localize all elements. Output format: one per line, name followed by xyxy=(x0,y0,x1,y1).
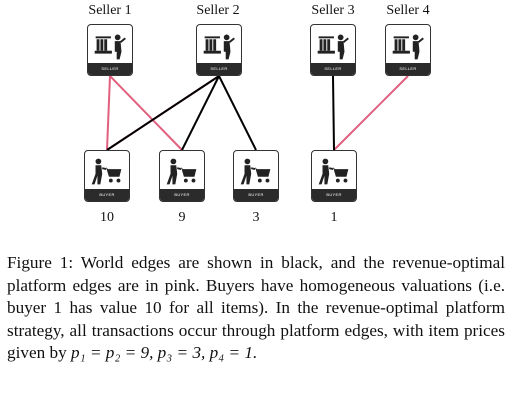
seller-3-card: SELLER xyxy=(310,24,356,76)
seller-3-label: Seller 3 xyxy=(311,3,355,18)
seller-band: SELLER xyxy=(311,63,355,75)
buyer-icon xyxy=(91,158,122,185)
world-edge xyxy=(332,75,335,151)
seller-4-card: SELLER xyxy=(385,24,431,76)
seller-1-label: Seller 1 xyxy=(88,3,132,18)
buyer-2-card: BUYER xyxy=(159,150,205,202)
platform-edge xyxy=(333,75,409,151)
seller-icon xyxy=(203,34,235,60)
buyer-icon xyxy=(240,158,271,185)
seller-1-card: SELLER xyxy=(87,24,133,76)
seller-2-card: SELLER xyxy=(196,24,242,76)
seller-4-label: Seller 4 xyxy=(386,3,430,18)
figure-diagram: Seller 1 Seller 2 Seller 3 Seller 4 SELL… xyxy=(84,3,431,225)
buyer-2-value: 9 xyxy=(178,210,186,225)
buyer-3-value: 3 xyxy=(252,210,260,225)
world-edge xyxy=(218,75,257,151)
caption-math: p₁ = p₂ = 9, p₃ = 3, p₄ = 1. xyxy=(70,343,258,362)
buyer-1-card: BUYER xyxy=(84,150,130,202)
platform-edge xyxy=(106,75,111,151)
buyer-4-value: 1 xyxy=(330,210,338,225)
edge-layer xyxy=(106,75,409,151)
seller-2-label: Seller 2 xyxy=(196,3,240,18)
seller-icon xyxy=(317,34,349,60)
buyer-band: BUYER xyxy=(312,189,356,201)
buyer-1-value: 10 xyxy=(100,210,114,225)
buyer-band: BUYER xyxy=(234,189,278,201)
seller-band: SELLER xyxy=(386,63,430,75)
world-edge xyxy=(106,75,220,151)
buyer-4-card: BUYER xyxy=(311,150,357,202)
seller-icon xyxy=(94,34,126,60)
buyer-3-card: BUYER xyxy=(233,150,279,202)
figure-caption: Figure 1: World edges are shown in black… xyxy=(7,252,505,365)
buyer-icon xyxy=(166,158,197,185)
buyer-icon xyxy=(318,158,349,185)
seller-band: SELLER xyxy=(88,63,132,75)
seller-icon xyxy=(392,34,424,60)
world-edge xyxy=(181,75,220,151)
caption-text: Figure 1: World edges are shown in black… xyxy=(7,253,505,362)
buyer-band: BUYER xyxy=(160,189,204,201)
buyer-band: BUYER xyxy=(85,189,129,201)
seller-band: SELLER xyxy=(197,63,241,75)
platform-edge xyxy=(109,75,183,151)
